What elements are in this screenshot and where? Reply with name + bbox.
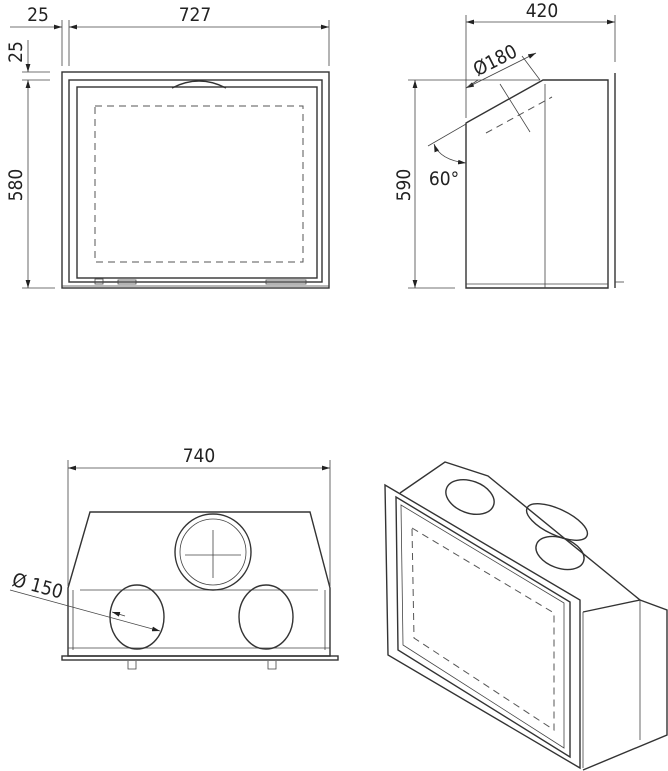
door-handle xyxy=(171,80,227,89)
dim-vent-diameter: Ø 150 xyxy=(10,569,65,604)
outer-frame xyxy=(61,71,330,289)
dim-front-total-width: 727 xyxy=(179,4,212,26)
side-body xyxy=(465,79,609,289)
vent-left xyxy=(109,584,165,650)
viewing-area xyxy=(94,105,304,263)
dim-front-frame-height: 25 xyxy=(5,41,27,63)
top-body xyxy=(67,511,331,657)
dim-angle: 60° xyxy=(429,168,459,190)
dim-flue-diameter: Ø180 xyxy=(470,40,521,81)
iso-viewing-area xyxy=(411,527,555,731)
glass-panel xyxy=(76,86,318,279)
top-flange xyxy=(61,655,339,661)
vent-right xyxy=(238,584,294,650)
dim-top-width: 740 xyxy=(183,445,216,467)
iso-hole-2 xyxy=(525,503,589,541)
iso-side xyxy=(582,599,668,771)
top-view: 740 Ø 150 xyxy=(10,445,339,670)
front-view: 25 727 25 580 xyxy=(5,4,330,289)
iso-hole-1 xyxy=(445,479,495,515)
isometric-view xyxy=(384,461,668,771)
iso-top xyxy=(399,461,642,613)
side-view: 420 590 Ø180 60° xyxy=(393,0,624,289)
iso-front-frame xyxy=(384,483,581,770)
dim-side-height: 590 xyxy=(393,169,415,202)
iso-hole-3 xyxy=(535,535,585,571)
dim-front-total-height: 580 xyxy=(5,169,27,202)
door-frame xyxy=(68,79,323,283)
flue-outlet xyxy=(174,513,252,591)
dim-front-frame-width: 25 xyxy=(27,4,49,26)
dim-side-depth: 420 xyxy=(526,0,559,22)
